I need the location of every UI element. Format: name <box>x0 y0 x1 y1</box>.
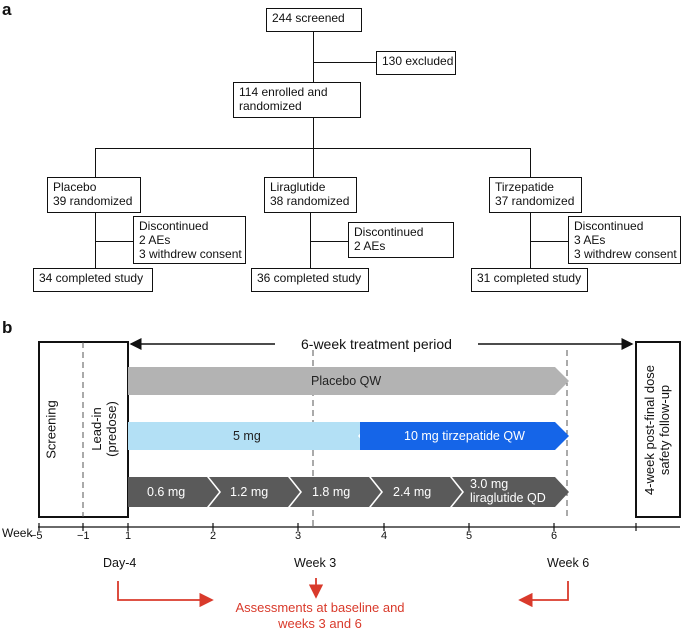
lira-step-label: 1.2 mg <box>230 485 269 499</box>
tick-label: −5 <box>30 530 43 542</box>
arm-name: Liraglutide <box>270 180 326 194</box>
lira-final-line-1: 3.0 mg <box>470 477 509 491</box>
connector <box>313 32 314 82</box>
lira-step-4 <box>371 477 462 507</box>
disc-line: 3 AEs <box>574 233 606 247</box>
connector <box>530 213 531 268</box>
assessments-label: Assessments at baseline and weeks 3 and … <box>230 600 410 632</box>
week3-label: Week 3 <box>294 556 337 570</box>
arm-randomized: 38 randomized <box>270 194 350 208</box>
disc-line: 2 AEs <box>139 233 171 247</box>
panel-a-label: a <box>2 0 12 19</box>
arm-name: Tirzepatide <box>495 180 554 194</box>
disc-line: Discontinued <box>574 219 644 233</box>
disc-line: Discontinued <box>139 219 209 233</box>
baseline-arrow <box>117 581 214 608</box>
treatment-period-label: 6-week treatment period <box>301 336 452 352</box>
lira-final-label: 3.0 mg liraglutide QD <box>470 477 546 505</box>
followup-label: 4-week post-final dose safety follow-up <box>642 355 674 505</box>
day4-label: Day-4 <box>103 556 137 570</box>
lira-step-label: 0.6 mg <box>147 485 186 499</box>
lira-step-2 <box>209 477 300 507</box>
disc-line: 3 withdrew consent <box>574 247 677 261</box>
leadin-line-1: Lead-in <box>89 407 104 451</box>
liraglutide-completed-box: 36 completed study <box>251 268 369 292</box>
assessment-arrows <box>117 578 569 608</box>
arm-randomized: 37 randomized <box>495 194 575 208</box>
connector <box>95 148 530 149</box>
enrolled-line-1: 114 enrolled and <box>239 85 328 99</box>
lira-step-3 <box>290 477 381 507</box>
connector <box>530 241 568 242</box>
connector <box>95 241 133 242</box>
tirzepatide-completed-box: 31 completed study <box>471 268 588 292</box>
followup-box <box>635 341 681 518</box>
connector <box>310 213 311 268</box>
placebo-bar-label: Placebo QW <box>311 374 382 388</box>
screened-box: 244 screened <box>266 8 362 32</box>
connector <box>530 148 531 177</box>
arm-name: Placebo <box>53 180 97 194</box>
arm-randomized: 39 randomized <box>53 194 133 208</box>
tirzepatide-10mg-label: 10 mg tirzepatide QW <box>404 429 525 443</box>
enrolled-box: 114 enrolled and randomized <box>233 82 361 118</box>
tirzepatide-10mg-bar <box>360 422 569 450</box>
tick-label: 3 <box>295 530 302 542</box>
placebo-bar <box>128 367 569 395</box>
leadin-line-2: (predose) <box>104 401 119 457</box>
lira-step-label: 1.8 mg <box>312 485 351 499</box>
connector <box>310 241 348 242</box>
connector <box>313 62 376 63</box>
enrolled-line-2: randomized <box>239 99 302 113</box>
tirzepatide-5mg-label: 5 mg <box>233 429 261 443</box>
screening-label: Screening <box>43 400 59 459</box>
followup-line-1: 4-week post-final dose <box>642 364 657 496</box>
completed-text: 31 completed study <box>477 271 582 285</box>
assessments-line-2: weeks 3 and 6 <box>278 616 362 631</box>
tick-label: 4 <box>381 530 388 542</box>
tick-label: 5 <box>466 530 473 542</box>
tirzepatide-randomized-box: Tirzepatide 37 randomized <box>489 177 582 213</box>
tick-label: −1 <box>77 530 90 542</box>
lira-step-5 <box>452 477 569 507</box>
connector <box>95 213 96 268</box>
liraglutide-randomized-box: Liraglutide 38 randomized <box>264 177 357 213</box>
followup-line-2: safety follow-up <box>657 384 672 476</box>
tick-label: 6 <box>551 530 558 542</box>
assessments-line-1: Assessments at baseline and <box>235 600 405 615</box>
screened-text: 244 screened <box>272 11 345 25</box>
disc-line: 3 withdrew consent <box>139 247 242 261</box>
connector <box>313 118 314 148</box>
panel-b-label: b <box>2 318 13 337</box>
week6-label: Week 6 <box>547 556 590 570</box>
completed-text: 36 completed study <box>257 271 362 285</box>
tirzepatide-discontinued-box: Discontinued 3 AEs 3 withdrew consent <box>568 216 681 264</box>
leadin-label: Lead-in (predose) <box>89 389 121 469</box>
disc-line: Discontinued <box>354 225 424 239</box>
lira-final-line-2: liraglutide QD <box>470 491 546 505</box>
placebo-completed-box: 34 completed study <box>33 268 153 292</box>
connector <box>313 148 314 177</box>
lira-step-1 <box>128 477 219 507</box>
week6-arrow <box>518 581 569 608</box>
axis-title: Week <box>2 526 33 540</box>
excluded-text: 130 excluded <box>382 54 454 68</box>
liraglutide-discontinued-box: Discontinued 2 AEs <box>348 222 454 258</box>
tick-label: 1 <box>125 530 132 542</box>
excluded-box: 130 excluded <box>376 51 456 75</box>
lira-step-label: 2.4 mg <box>393 485 432 499</box>
disc-line: 2 AEs <box>354 239 386 253</box>
placebo-discontinued-box: Discontinued 2 AEs 3 withdrew consent <box>133 216 246 264</box>
connector <box>95 148 96 177</box>
completed-text: 34 completed study <box>39 271 144 285</box>
tirzepatide-5mg-bar <box>128 422 370 450</box>
tick-label: 2 <box>210 530 217 542</box>
axis-ticks <box>38 523 637 531</box>
placebo-randomized-box: Placebo 39 randomized <box>47 177 141 213</box>
